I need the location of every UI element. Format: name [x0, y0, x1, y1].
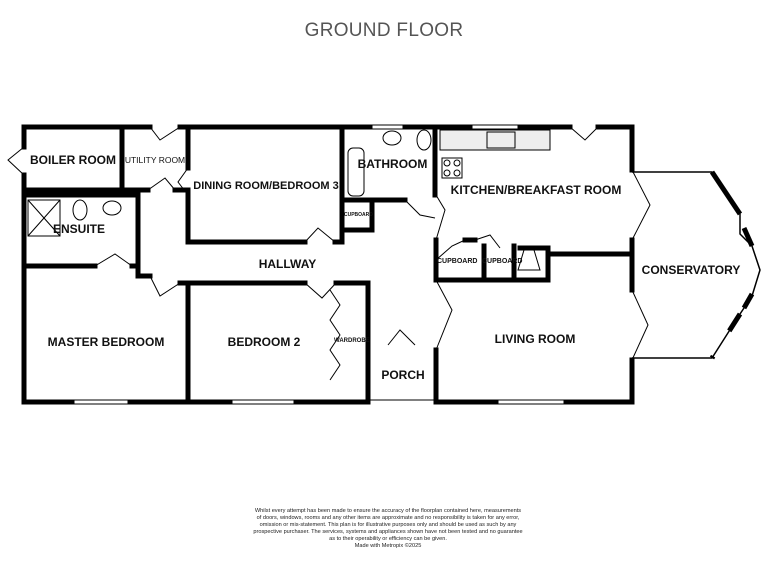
bathroom-basin: [382, 130, 402, 146]
disclaimer-line-1: Whilst every attempt has been made to en…: [254, 508, 522, 514]
disclaimer-line-4: prospective purchaser. The services, sys…: [253, 529, 523, 535]
room-label-boiler-room: BOILER ROOM: [30, 153, 116, 167]
disclaimer-line-3: omission or mis-statement. This plan is …: [259, 522, 517, 528]
doors: [7, 126, 651, 381]
disclaimer-line-2: of doors, windows, rooms and any other i…: [256, 515, 520, 521]
room-label-bedroom-2: BEDROOM 2: [227, 335, 301, 349]
fireplace: [517, 249, 541, 271]
room-label-kitchen: KITCHEN/BREAKFAST ROOM: [450, 183, 622, 197]
ensuite-toilet: [72, 199, 88, 221]
room-label-bathroom: BATHROOM: [357, 157, 428, 171]
conservatory-outline: [632, 170, 761, 360]
disclaimer-text: Whilst every attempt has been made to en…: [220, 508, 556, 550]
storage-label-cupboard-bath: CUPBOARD: [344, 212, 373, 218]
room-label-ensuite: ENSUITE: [52, 222, 105, 236]
floor-title: GROUND FLOOR: [304, 20, 464, 41]
bath: [347, 147, 365, 197]
shower-tray: [27, 199, 61, 237]
windows: [72, 124, 566, 405]
room-label-porch: PORCH: [381, 368, 425, 382]
disclaimer-line-5: as to their operability or efficiency ca…: [329, 536, 447, 542]
room-label-utility-room: UTILITY ROOM: [124, 155, 186, 165]
bathroom-toilet: [416, 129, 432, 151]
room-label-dining-room: DINING ROOM/BEDROOM 3: [193, 180, 339, 192]
fixtures: [27, 129, 551, 271]
storage-label-wardrobe: WARDROBE: [334, 338, 370, 344]
hob: [441, 157, 463, 179]
kitchen-worktop: [439, 129, 551, 151]
disclaimer-line-6: Made with Metropix ©2025: [354, 543, 422, 549]
storage-label-cupboard-kitchen-1: CUPBOARD: [437, 258, 478, 265]
walls: [21, 124, 635, 405]
room-label-master-bedroom: MASTER BEDROOM: [47, 335, 165, 349]
ensuite-basin: [102, 200, 122, 216]
room-label-living-room: LIVING ROOM: [494, 332, 576, 346]
room-label-hallway: HALLWAY: [258, 257, 317, 271]
storage-label-cupboard-kitchen-2: CUPBOARD: [482, 258, 523, 265]
room-label-conservatory: CONSERVATORY: [641, 263, 741, 277]
kitchen-sink: [486, 131, 516, 149]
